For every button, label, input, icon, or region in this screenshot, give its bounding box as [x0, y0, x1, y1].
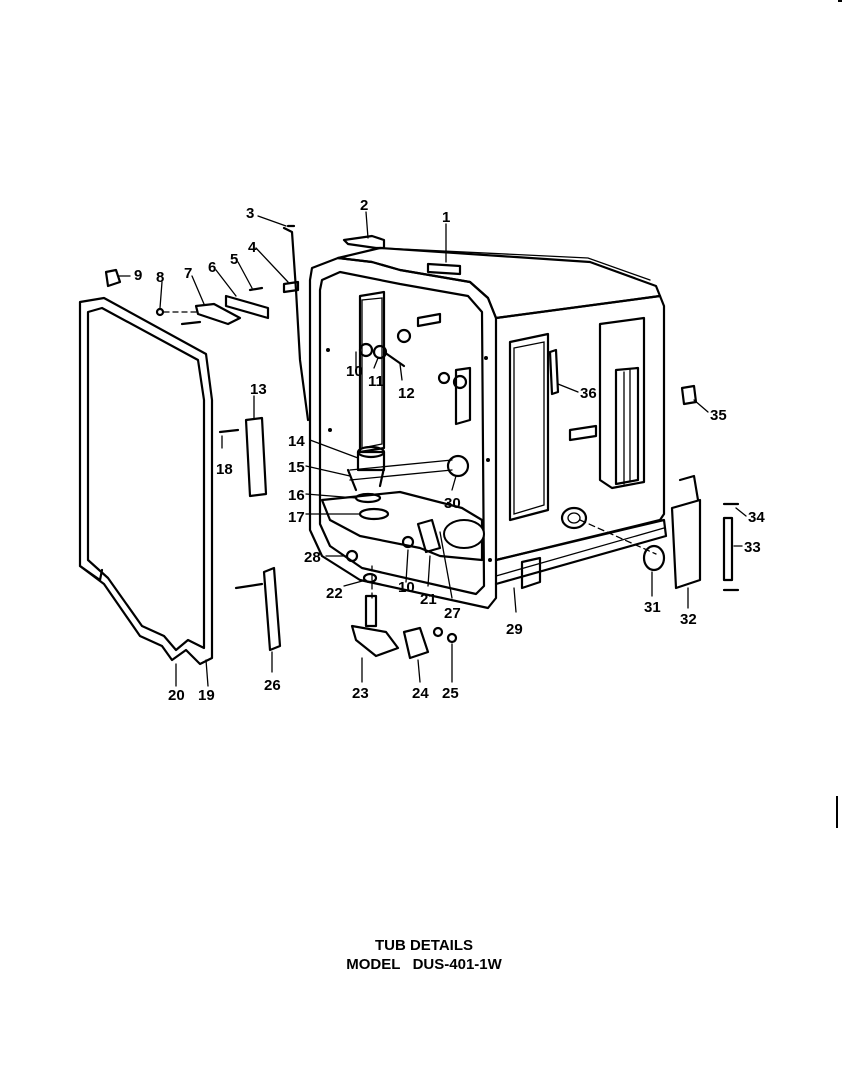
- label-6: 6: [208, 259, 216, 276]
- scan-edge-mark: [838, 0, 842, 2]
- label-10-lower: 10: [398, 579, 415, 596]
- label-34: 34: [748, 509, 765, 526]
- label-1: 1: [442, 209, 450, 226]
- label-10-upper: 10: [346, 363, 363, 380]
- label-2: 2: [360, 197, 368, 214]
- label-21: 21: [420, 591, 437, 608]
- label-27: 27: [444, 605, 461, 622]
- label-26: 26: [264, 677, 281, 694]
- tub-body: [308, 246, 668, 610]
- caption-model: MODEL DUS-401-1W: [346, 956, 502, 973]
- label-11: 11: [368, 373, 384, 390]
- label-8: 8: [156, 269, 164, 286]
- label-16: 16: [288, 487, 305, 504]
- label-24: 24: [412, 685, 429, 702]
- scan-edge-mark: [836, 796, 838, 828]
- label-5: 5: [230, 251, 238, 268]
- label-3: 3: [246, 205, 254, 222]
- diagram-caption: TUB DETAILS MODEL DUS-401-1W: [0, 936, 848, 974]
- label-12: 12: [398, 385, 415, 402]
- label-32: 32: [680, 611, 697, 628]
- label-14: 14: [288, 433, 305, 450]
- small-parts: [104, 224, 740, 660]
- leader-lines: [117, 211, 747, 687]
- label-36: 36: [580, 385, 597, 402]
- label-31: 31: [644, 599, 661, 616]
- label-33: 33: [744, 539, 761, 556]
- label-15: 15: [288, 459, 305, 476]
- label-22: 22: [326, 585, 343, 602]
- label-29: 29: [506, 621, 523, 638]
- label-18: 18: [216, 461, 233, 478]
- caption-title: TUB DETAILS: [374, 937, 474, 954]
- label-20: 20: [168, 687, 185, 704]
- label-30: 30: [444, 495, 461, 512]
- label-35: 35: [710, 407, 727, 424]
- label-13: 13: [250, 381, 267, 398]
- label-28: 28: [304, 549, 321, 566]
- door-gasket: [78, 296, 214, 666]
- label-7: 7: [184, 265, 192, 282]
- label-23: 23: [352, 685, 369, 702]
- label-19: 19: [198, 687, 215, 704]
- label-4: 4: [248, 239, 257, 256]
- label-9: 9: [134, 267, 142, 284]
- label-25: 25: [442, 685, 459, 702]
- label-17: 17: [288, 509, 305, 526]
- part-number-labels: 1 2 3 4 5 6 7 8 9 10 11 12 13 14 15 16 1…: [134, 197, 765, 704]
